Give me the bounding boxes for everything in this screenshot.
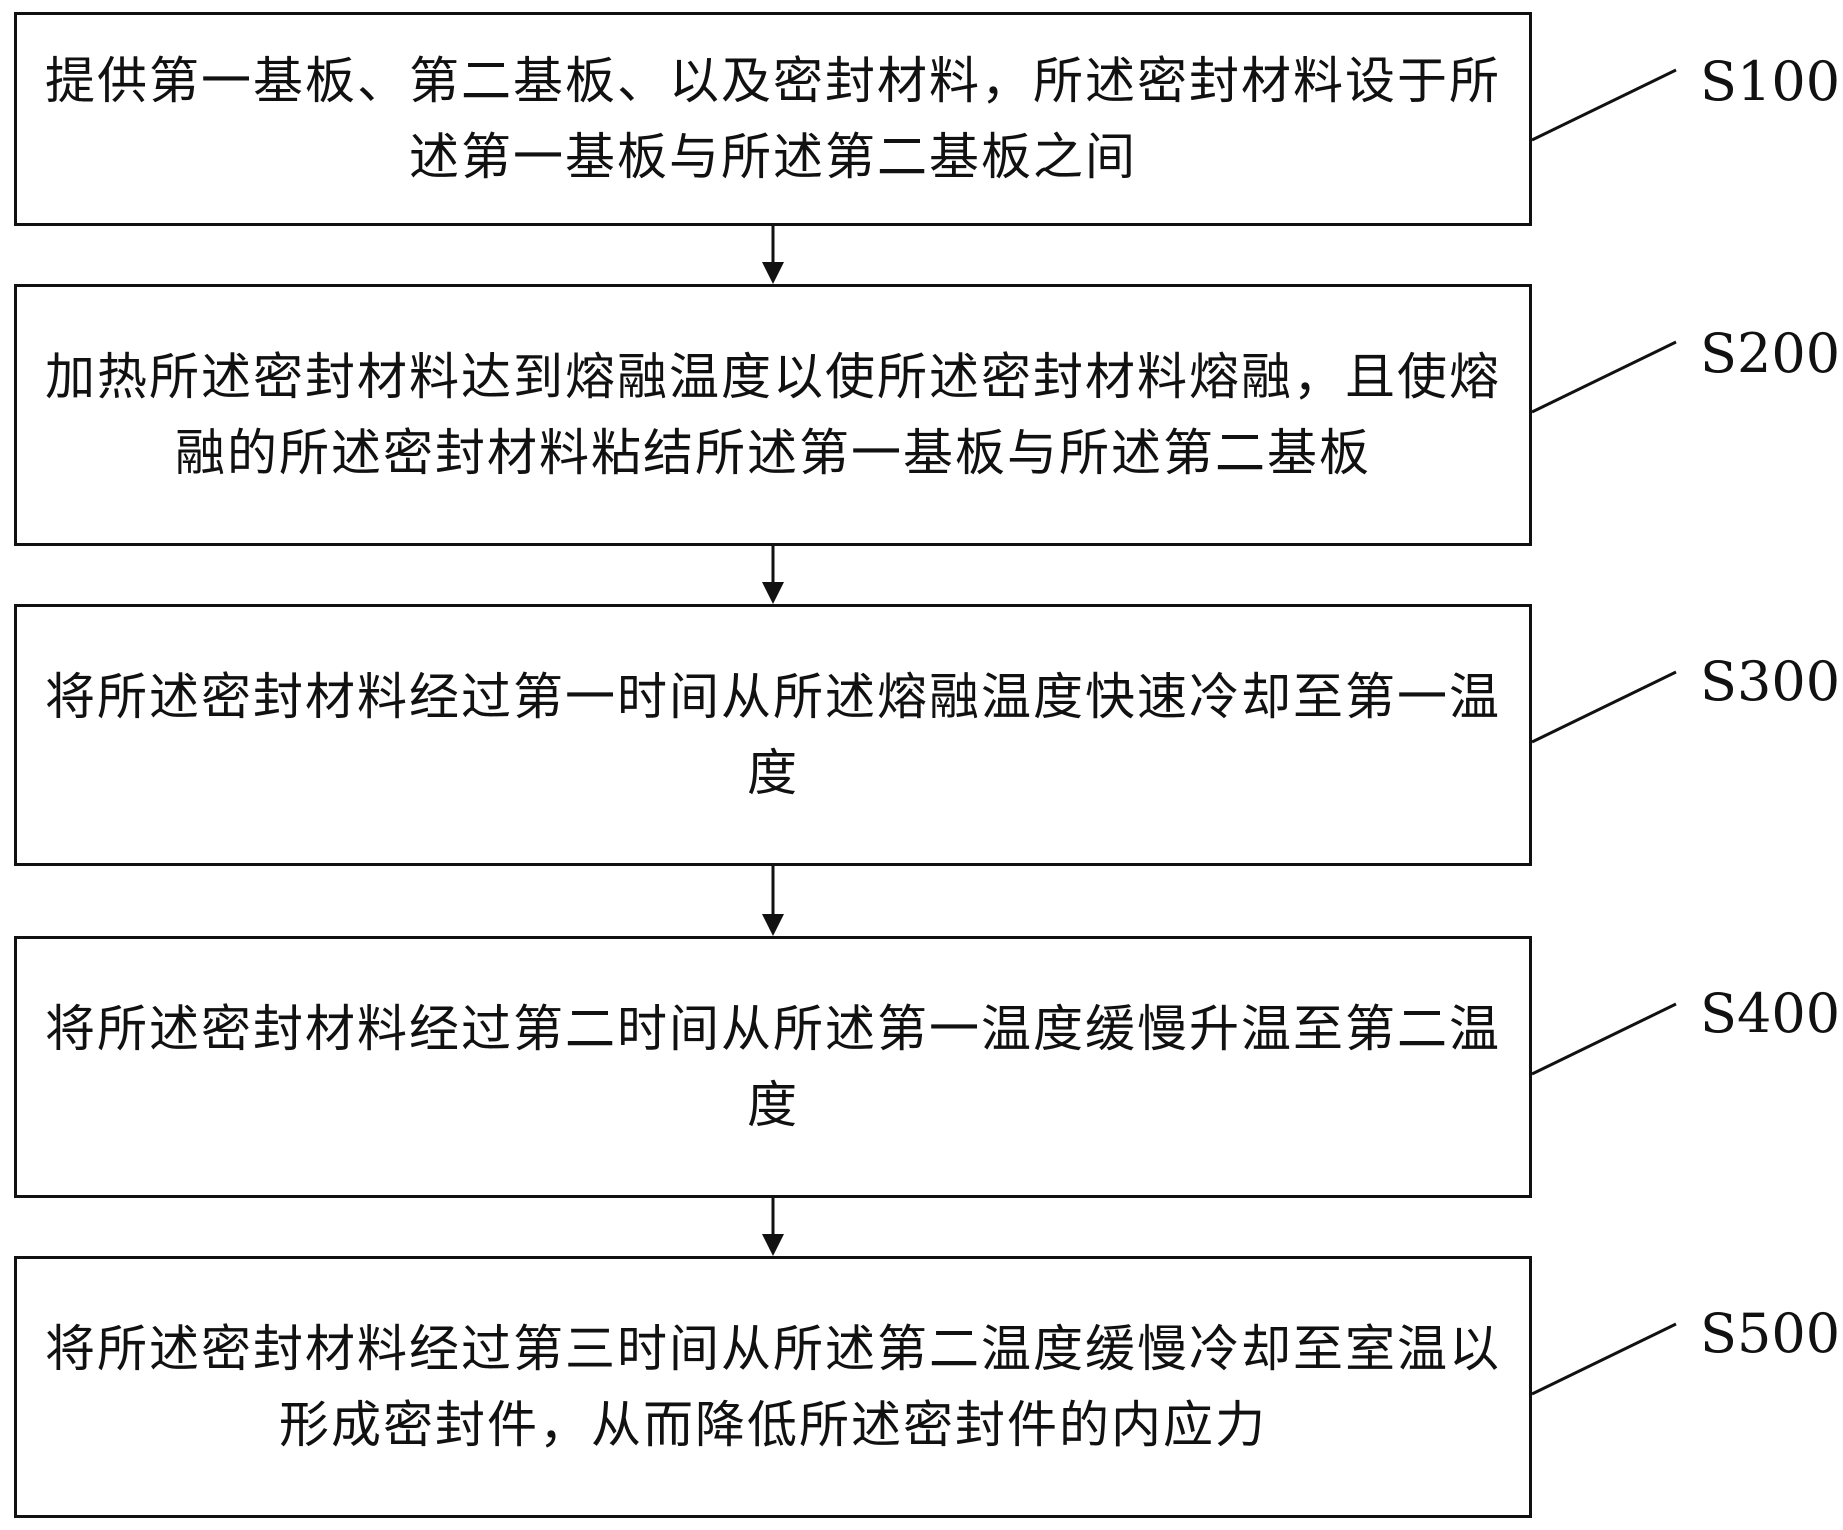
label-leaders xyxy=(1531,68,1677,1396)
leader-s400 xyxy=(1531,1002,1677,1076)
step-box-s400: 将所述密封材料经过第二时间从所述第一温度缓慢升温至第二温度 xyxy=(14,936,1532,1198)
step-text-s400: 将所述密封材料经过第二时间从所述第一温度缓慢升温至第二温度 xyxy=(45,1000,1501,1134)
step-label-s100: S100 xyxy=(1700,50,1841,113)
flow-arrows xyxy=(762,226,784,1256)
step-text-s100: 提供第一基板、第二基板、以及密封材料，所述密封材料设于所述第一基板与所述第二基板… xyxy=(45,52,1501,186)
step-box-s300: 将所述密封材料经过第一时间从所述熔融温度快速冷却至第一温度 xyxy=(14,604,1532,866)
step-text-s200: 加热所述密封材料达到熔融温度以使所述密封材料熔融，且使熔融的所述密封材料粘结所述… xyxy=(45,348,1501,482)
leader-s300 xyxy=(1531,670,1677,744)
step-text-s300: 将所述密封材料经过第一时间从所述熔融温度快速冷却至第一温度 xyxy=(45,668,1501,802)
arrowhead-s200-s300 xyxy=(762,582,784,604)
leader-s100 xyxy=(1531,68,1677,142)
leader-s500 xyxy=(1531,1322,1677,1396)
step-box-s200: 加热所述密封材料达到熔融温度以使所述密封材料熔融，且使熔融的所述密封材料粘结所述… xyxy=(14,284,1532,546)
step-text-s500: 将所述密封材料经过第三时间从所述第二温度缓慢冷却至室温以形成密封件，从而降低所述… xyxy=(45,1320,1501,1454)
step-label-s400: S400 xyxy=(1700,982,1841,1045)
step-label-s200: S200 xyxy=(1700,322,1841,385)
arrowhead-s300-s400 xyxy=(762,914,784,936)
step-label-s300: S300 xyxy=(1700,650,1841,713)
arrowhead-s100-s200 xyxy=(762,262,784,284)
leader-s200 xyxy=(1531,340,1677,414)
step-box-s500: 将所述密封材料经过第三时间从所述第二温度缓慢冷却至室温以形成密封件，从而降低所述… xyxy=(14,1256,1532,1518)
arrowhead-s400-s500 xyxy=(762,1234,784,1256)
step-box-s100: 提供第一基板、第二基板、以及密封材料，所述密封材料设于所述第一基板与所述第二基板… xyxy=(14,12,1532,226)
step-label-s500: S500 xyxy=(1700,1302,1841,1365)
